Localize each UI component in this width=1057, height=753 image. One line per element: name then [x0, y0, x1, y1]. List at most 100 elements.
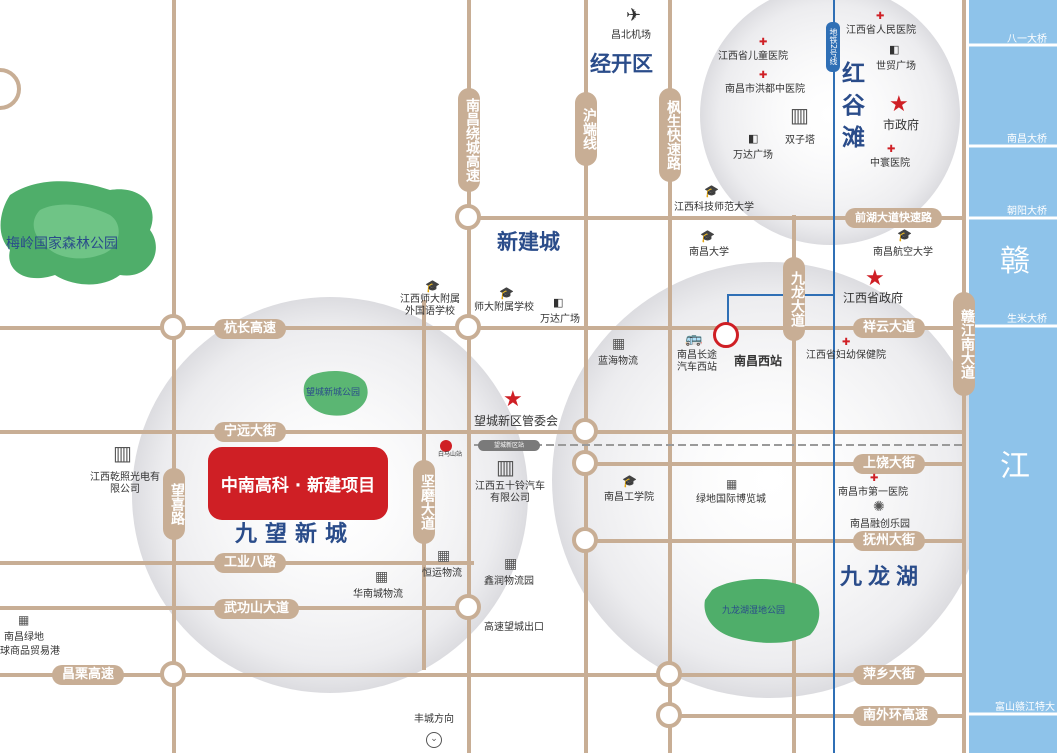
node [160, 661, 186, 687]
park-jiulonghu-label: 九龙湖湿地公园 [722, 606, 786, 616]
jiulonghu-park-shape [704, 578, 820, 643]
road-ningyuan: 宁远大街 [214, 422, 287, 442]
warehouse-icon: ▦ [726, 477, 738, 491]
bus-icon: 🚌 [685, 331, 703, 347]
poi-trade-port: 球商品贸易港 [0, 646, 60, 657]
node [572, 418, 598, 444]
warehouse-icon: ▦ [437, 548, 451, 564]
road-pingxiang: 萍乡大街 [853, 665, 926, 685]
road-fengsheng: 枫生快速路 [659, 88, 681, 182]
poi-hengyun: 恒运物流 [422, 568, 462, 579]
poi-qianzhao: 江西乾照光电有限公司 [90, 472, 160, 495]
airplane-icon: ✈ [626, 5, 642, 26]
poi-metro-station-small: 望城新区站 [478, 440, 540, 451]
poi-expressway-exit: 高速望城出口 [484, 622, 544, 633]
district-hongguitan: 红谷滩 [842, 61, 865, 151]
shopping-icon: ◧ [889, 43, 900, 56]
river-name-top: 赣 [1000, 244, 1030, 279]
road-jiulong-avenue: 九龙大道 [783, 257, 805, 341]
warehouse-icon: ▦ [612, 336, 626, 352]
road-fuzhou: 抚州大街 [853, 531, 926, 551]
node [455, 314, 481, 340]
school-icon: 🎓 [700, 229, 715, 243]
node [160, 314, 186, 340]
railway-station-icon[interactable] [713, 322, 739, 348]
school-icon: 🎓 [897, 228, 912, 242]
bridge-nanchang: 南昌大桥 [1007, 134, 1047, 145]
poi-nanchang-univ: 南昌大学 [689, 247, 729, 258]
hospital-icon: ✚ [759, 70, 768, 81]
road-hangchang: 杭长高速 [214, 319, 287, 339]
road-jianmo: 坚磨大道 [413, 460, 435, 544]
warehouse-icon: ▦ [504, 556, 518, 572]
poi-world-trade: 世贸广场 [876, 61, 916, 72]
building-icon: ▥ [790, 103, 809, 127]
warehouse-icon: ▦ [18, 613, 30, 627]
project-marker[interactable]: 中南高科 · 新建项目 [208, 447, 388, 520]
star-icon: ★ [865, 266, 885, 291]
poi-provincial-gov: 江西省政府 [843, 291, 904, 305]
ferris-wheel-icon: ✺ [873, 499, 885, 515]
poi-foreign-school: 江西师大附属外国语学校 [400, 294, 460, 317]
node [572, 527, 598, 553]
ganjiang-river [969, 0, 1057, 753]
poi-wangcheng-committee: 望城新区管委会 [474, 414, 559, 428]
node [455, 204, 481, 230]
poi-aviation-univ: 南昌航空大学 [873, 247, 933, 258]
road-shangrao: 上饶大街 [853, 454, 926, 474]
district-jiulonghu: 九龙湖 [840, 565, 925, 590]
school-icon: 🎓 [499, 286, 514, 300]
metro-line-2-tag: 地铁2号线 [826, 22, 840, 72]
poi-baima-station: 白马山站 [438, 451, 463, 458]
river-name-bottom: 江 [1000, 449, 1030, 484]
road-ganjiang-south: 赣江南大道 [953, 292, 975, 396]
poi-wanda-hgt: 万达广场 [733, 150, 773, 161]
wangcheng-park-shape [303, 370, 368, 416]
hospital-icon: ✚ [759, 37, 768, 48]
road-ring-expressway: 南昌绕城高速 [458, 88, 480, 192]
hospital-icon: ✚ [870, 473, 879, 484]
node [572, 450, 598, 476]
shopping-icon: ◧ [553, 296, 564, 309]
poi-normal-school: 师大附属学校 [474, 302, 534, 313]
star-icon: ★ [503, 387, 523, 412]
shopping-icon: ◧ [748, 132, 759, 145]
school-icon: 🎓 [704, 184, 719, 198]
hospital-icon: ✚ [842, 337, 851, 348]
hospital-icon: ✚ [876, 11, 885, 22]
poi-bus-west: 南昌长途汽车西站 [677, 350, 717, 373]
node [455, 594, 481, 620]
poi-provincial-hospital: 江西省人民医院 [846, 25, 916, 36]
district-xinjiancheng: 新建城 [497, 230, 560, 254]
bridge-shengmi: 生米大桥 [1007, 314, 1047, 325]
hongguitan-halo [700, 0, 960, 245]
bridge-chaoyang: 朝阳大桥 [1007, 206, 1047, 217]
poi-fengcheng: 丰城方向 [414, 714, 454, 725]
district-jiuwang: 九望新城 [235, 522, 356, 547]
bridge-bayi: 八一大桥 [1007, 34, 1047, 45]
poi-children-hospital: 江西省儿童医院 [718, 51, 788, 62]
poi-xinrun: 鑫润物流园 [484, 576, 534, 587]
poi-rongchuang: 南昌融创乐园 [850, 519, 910, 530]
chevron-down-icon[interactable]: ⌄ [426, 732, 442, 748]
poi-hongdu-tcm: 南昌市洪都中医院 [725, 84, 805, 95]
district-jingkai: 经开区 [590, 52, 653, 76]
poi-institute-tech: 南昌工学院 [604, 492, 654, 503]
poi-jmc: 江西五十铃汽车有限公司 [475, 481, 545, 504]
road-south-outer: 南外环高速 [853, 706, 939, 726]
poi-normal-univ-sci: 江西科技师范大学 [674, 202, 754, 213]
poi-zhongshou: 中寰医院 [870, 158, 910, 169]
star-icon: ★ [889, 92, 909, 117]
node [656, 661, 682, 687]
poi-maternal-hospital: 江西省妇幼保健院 [806, 350, 886, 361]
metro-station-icon [440, 440, 452, 452]
park-meiling-label: 梅岭国家森林公园 [6, 236, 118, 252]
poi-nanchang-west: 南昌西站 [734, 354, 783, 368]
road-gongye8: 工业八路 [214, 553, 287, 573]
road-changli: 昌栗高速 [52, 665, 125, 685]
warehouse-icon: ▦ [375, 569, 389, 585]
poi-lanhai: 蓝海物流 [598, 356, 638, 367]
road-xiangyun: 祥云大道 [853, 318, 926, 338]
poi-huanan: 华南城物流 [353, 589, 403, 600]
